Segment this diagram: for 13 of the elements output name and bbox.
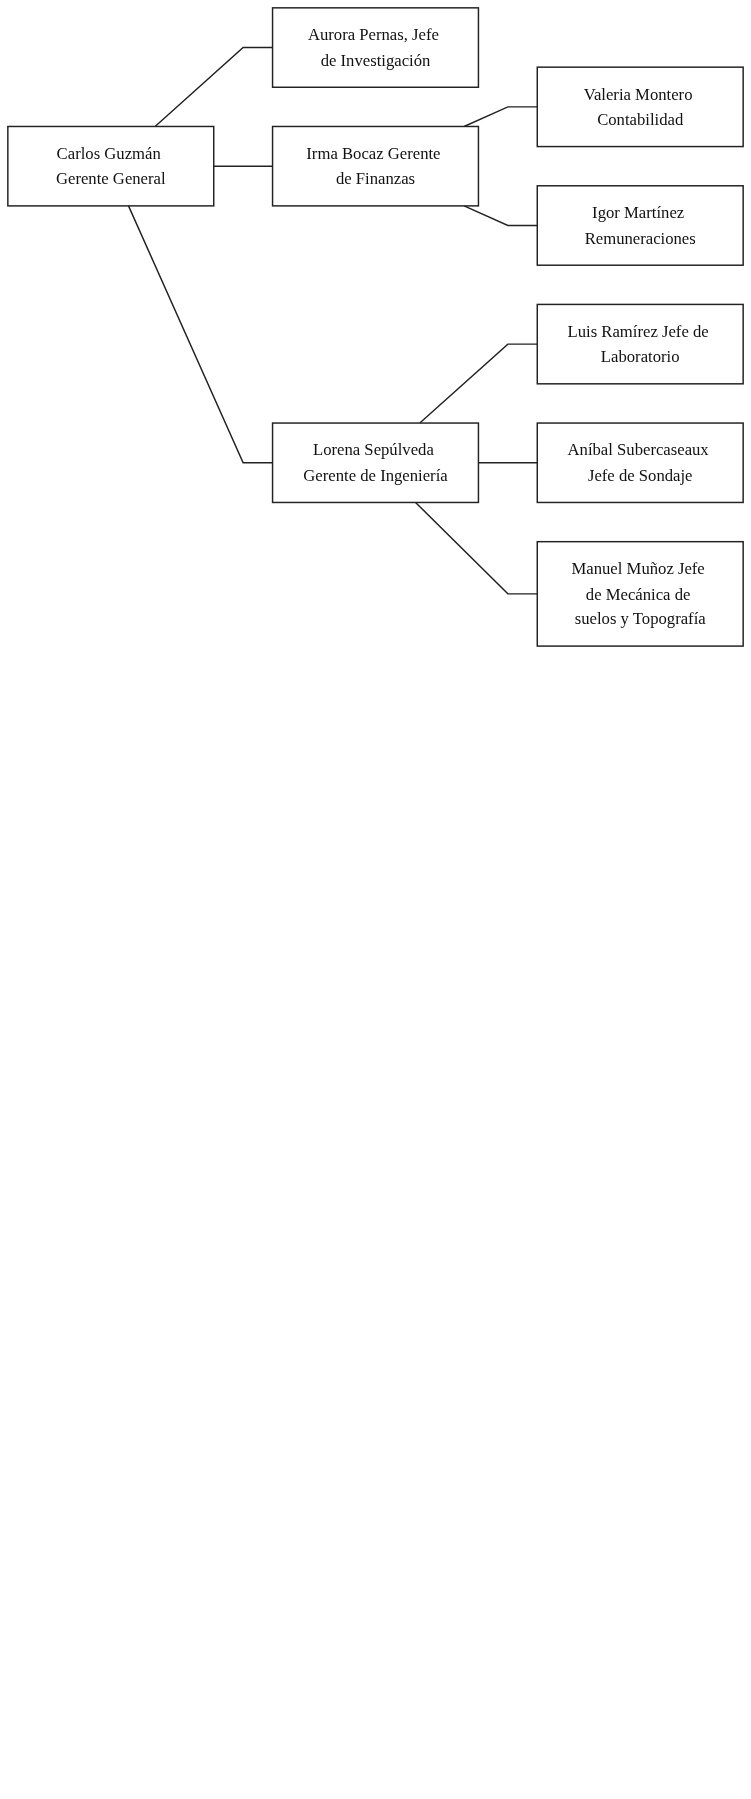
node-box: Lorena Sepúlveda Gerente de Ingeniería: [271, 422, 480, 504]
node-box: Manuel Muñoz Jefe de Mecánica de suelos y Topografía: [536, 540, 744, 647]
node-box: Igor Martínez Remuneraciones: [536, 185, 744, 266]
connector: [463, 106, 538, 128]
connector: [414, 501, 538, 595]
node-box: Carlos Guzmán Gerente General: [7, 125, 215, 207]
node-box: Irma Bocaz Gerente de Finanzas: [271, 125, 480, 207]
node-box: Luis Ramírez Jefe de Laboratorio: [536, 303, 744, 385]
node-box: Aurora Pernas, Jefe de Investigación: [271, 7, 480, 88]
connector: [463, 205, 538, 227]
connector: [419, 343, 538, 424]
node-box: Valeria Montero Contabilidad: [536, 66, 744, 148]
node-box: Aníbal Subercaseaux Jefe de Sondaje: [536, 422, 744, 504]
